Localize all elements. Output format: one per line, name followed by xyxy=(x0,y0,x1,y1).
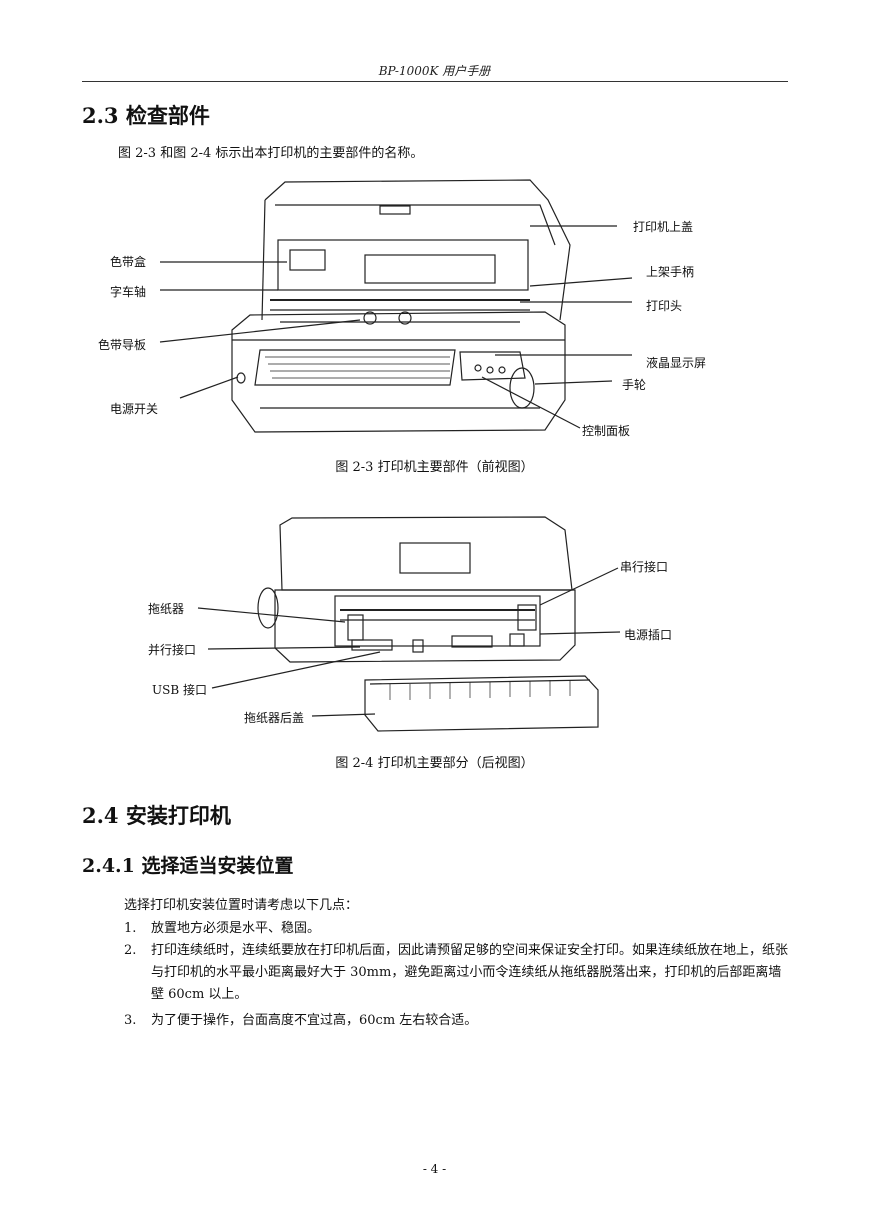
label-top-cover: 打印机上盖 xyxy=(633,220,694,234)
figure-2-4-caption: 图 2-4 打印机主要部分（后视图） xyxy=(335,756,534,771)
label-tractor: 拖纸器 xyxy=(148,602,185,616)
label-usb-port: USB 接口 xyxy=(152,683,207,697)
printer-front-view-figure xyxy=(159,179,633,433)
list-item-text: 为了便于操作，台面高度不宜过高，60cm 左右较合适。 xyxy=(151,1013,478,1028)
label-tractor-cover: 拖纸器后盖 xyxy=(244,711,305,725)
list-item-number: 3. xyxy=(124,1013,137,1028)
label-knob: 手轮 xyxy=(622,378,647,392)
section-heading-2-3: 2.3 检查部件 xyxy=(82,103,210,128)
list-item-number: 1. xyxy=(124,921,137,936)
section-2-3-intro: 图 2-3 和图 2-4 标示出本打印机的主要部件的名称。 xyxy=(118,146,424,161)
figure-2-3-caption: 图 2-3 打印机主要部件（前视图） xyxy=(335,460,534,475)
list-item-text: 放置地方必须是水平、稳固。 xyxy=(151,921,321,936)
label-ribbon-cartridge: 色带盒 xyxy=(110,255,147,269)
running-header: BP-1000K 用户手册 xyxy=(378,64,491,78)
section-2-4-1-intro: 选择打印机安装位置时请考虑以下几点： xyxy=(124,898,359,913)
list-item-text: 打印连续纸时，连续纸要放在打印机后面，因此请预留足够的空间来保证安全打印。如果连… xyxy=(151,943,789,1002)
label-print-head: 打印头 xyxy=(646,299,683,313)
label-ribbon-guide: 色带导板 xyxy=(98,338,147,352)
label-loading-handle: 上架手柄 xyxy=(646,265,695,279)
label-power-switch: 电源开关 xyxy=(110,402,159,416)
label-lcd: 液晶显示屏 xyxy=(646,356,707,370)
section-heading-2-4: 2.4 安装打印机 xyxy=(82,803,231,828)
section-heading-2-4-1: 2.4.1 选择适当安装位置 xyxy=(82,855,294,877)
page-number: - 4 - xyxy=(422,1162,447,1176)
printer-rear-view-figure xyxy=(197,516,621,732)
header-rule xyxy=(82,81,788,82)
label-carriage-shaft: 字车轴 xyxy=(110,285,147,299)
label-power-socket: 电源插口 xyxy=(624,628,673,642)
list-item-number: 2. xyxy=(124,943,137,958)
label-parallel-port: 并行接口 xyxy=(148,643,197,657)
label-control-panel: 控制面板 xyxy=(582,424,631,438)
label-serial-port: 串行接口 xyxy=(620,560,669,574)
